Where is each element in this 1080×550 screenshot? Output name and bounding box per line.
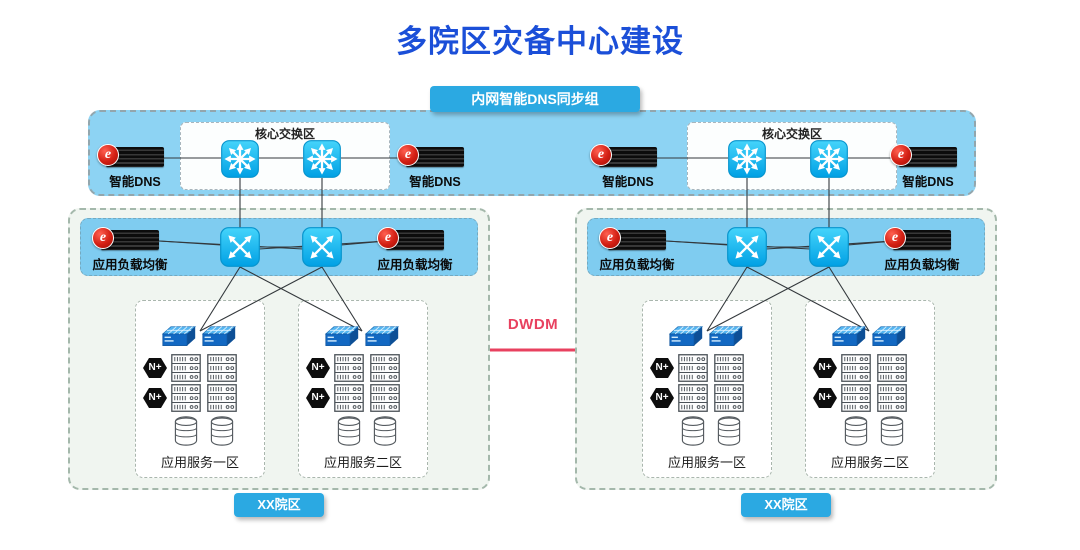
n-plus-badge: N+ <box>813 358 837 378</box>
n-plus-badge: N+ <box>143 388 167 408</box>
access-switch-icon <box>708 324 744 351</box>
load-balancer-device: e 应用负载均衡 <box>85 227 175 273</box>
zone-label: 应用服务一区 <box>160 455 239 470</box>
access-switch-icon <box>871 324 907 351</box>
core-switch-zone-left <box>180 122 390 190</box>
page-title: 多院区灾备中心建设 <box>396 24 684 59</box>
server-rack-icon <box>841 354 871 382</box>
core-switch-icon <box>303 140 341 178</box>
zone-label: 应用服务二区 <box>830 455 909 470</box>
core-switch-icon <box>221 140 259 178</box>
smart-dns-label: 智能DNS <box>109 175 161 189</box>
smart-dns-device: e 智能DNS <box>390 144 480 190</box>
load-balancer-device: e 应用负载均衡 <box>877 227 967 273</box>
aggregation-switch-icon <box>220 227 260 267</box>
server-rack-icon <box>171 384 201 412</box>
access-switch-icon <box>324 324 360 351</box>
access-switch-icon <box>161 324 197 351</box>
smart-dns-device: e 智能DNS <box>583 144 673 190</box>
n-plus-badge: N+ <box>306 358 330 378</box>
vendor-logo-icon: e <box>599 227 621 249</box>
vendor-logo-icon: e <box>884 227 906 249</box>
zone-label: 应用服务一区 <box>667 455 746 470</box>
n-plus-badge: N+ <box>650 358 674 378</box>
dns-appliance-icon: e <box>397 144 464 167</box>
load-balancer-label: 应用负载均衡 <box>884 258 960 272</box>
n-plus-badge: N+ <box>650 388 674 408</box>
dns-sync-group-tag: 内网智能DNS同步组 <box>430 86 640 112</box>
database-icon <box>843 416 869 446</box>
load-balancer-device: e 应用负载均衡 <box>370 227 460 273</box>
server-rack-icon <box>714 384 744 412</box>
access-switch-icon <box>201 324 237 351</box>
server-rack-icon <box>714 354 744 382</box>
access-switch-icon <box>364 324 400 351</box>
n-plus-badge: N+ <box>143 358 167 378</box>
server-rack-icon <box>841 384 871 412</box>
network-links <box>158 157 899 332</box>
core-zone-label: 核心交换区 <box>761 127 822 141</box>
load-balancer-device: e 应用负载均衡 <box>592 227 682 273</box>
smart-dns-label: 智能DNS <box>602 175 654 189</box>
smart-dns-device: e 智能DNS <box>883 144 973 190</box>
n-plus-badge: N+ <box>306 388 330 408</box>
zone-label: 应用服务二区 <box>323 455 402 470</box>
load-balancer-label: 应用负载均衡 <box>92 258 168 272</box>
dns-appliance-icon: e <box>97 144 164 167</box>
vendor-logo-icon: e <box>97 144 119 166</box>
server-rack-icon <box>207 384 237 412</box>
server-rack-icon <box>370 384 400 412</box>
smart-dns-label: 智能DNS <box>902 175 954 189</box>
campus-tag: XX院区 <box>234 493 324 517</box>
access-switch-icon <box>668 324 704 351</box>
vendor-logo-icon: e <box>92 227 114 249</box>
server-rack-icon <box>678 384 708 412</box>
smart-dns-label: 智能DNS <box>409 175 461 189</box>
smart-dns-device: e 智能DNS <box>90 144 180 190</box>
database-icon <box>173 416 199 446</box>
vendor-logo-icon: e <box>397 144 419 166</box>
database-icon <box>716 416 742 446</box>
load-balancer-label: 应用负载均衡 <box>377 258 453 272</box>
database-icon <box>336 416 362 446</box>
database-icon <box>372 416 398 446</box>
load-balancer-label: 应用负载均衡 <box>599 258 675 272</box>
server-rack-icon <box>171 354 201 382</box>
database-icon <box>680 416 706 446</box>
server-rack-icon <box>877 354 907 382</box>
server-rack-icon <box>207 354 237 382</box>
server-rack-icon <box>678 354 708 382</box>
campus-tag: XX院区 <box>741 493 831 517</box>
access-switch-icon <box>831 324 867 351</box>
lb-appliance-icon: e <box>599 227 666 250</box>
core-zone-label: 核心交换区 <box>254 127 315 141</box>
aggregation-switch-icon <box>727 227 767 267</box>
vendor-logo-icon: e <box>890 144 912 166</box>
lb-appliance-icon: e <box>92 227 159 250</box>
aggregation-switch-icon <box>302 227 342 267</box>
dns-appliance-icon: e <box>890 144 957 167</box>
aggregation-switch-icon <box>809 227 849 267</box>
vendor-logo-icon: e <box>590 144 612 166</box>
core-switch-icon <box>728 140 766 178</box>
core-switch-icon <box>810 140 848 178</box>
core-switch-zone-right <box>687 122 897 190</box>
server-rack-icon <box>370 354 400 382</box>
server-rack-icon <box>877 384 907 412</box>
n-plus-badge: N+ <box>813 388 837 408</box>
server-rack-icon <box>334 354 364 382</box>
server-rack-icon <box>334 384 364 412</box>
lb-appliance-icon: e <box>884 227 951 250</box>
vendor-logo-icon: e <box>377 227 399 249</box>
dwdm-label: DWDM <box>507 316 559 333</box>
database-icon <box>879 416 905 446</box>
lb-appliance-icon: e <box>377 227 444 250</box>
dns-appliance-icon: e <box>590 144 657 167</box>
database-icon <box>209 416 235 446</box>
